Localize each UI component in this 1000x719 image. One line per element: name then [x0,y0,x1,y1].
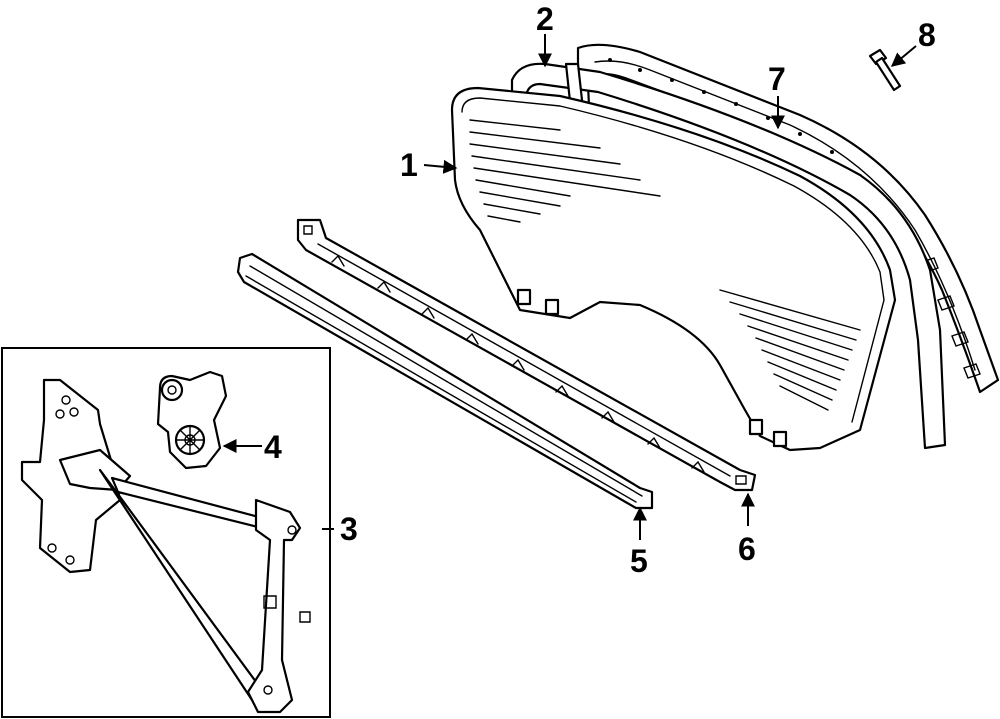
window-regulator [20,378,311,714]
callout-4: 4 [264,429,282,465]
leader-lines [222,34,917,540]
window-motor [156,370,228,470]
callout-7: 7 [768,61,786,97]
callout-8: 8 [918,17,936,53]
callout-6: 6 [738,531,756,567]
outer-weatherstrip [236,252,654,510]
window-glass [450,86,897,452]
regulator-box [1,347,331,718]
inner-weatherstrip [296,218,757,492]
door-frame-seal [576,43,1000,394]
callout-2: 2 [536,1,554,37]
bolt [868,48,902,92]
callout-5: 5 [630,543,648,579]
callout-1: 1 [400,147,418,183]
callout-3: 3 [340,511,358,547]
